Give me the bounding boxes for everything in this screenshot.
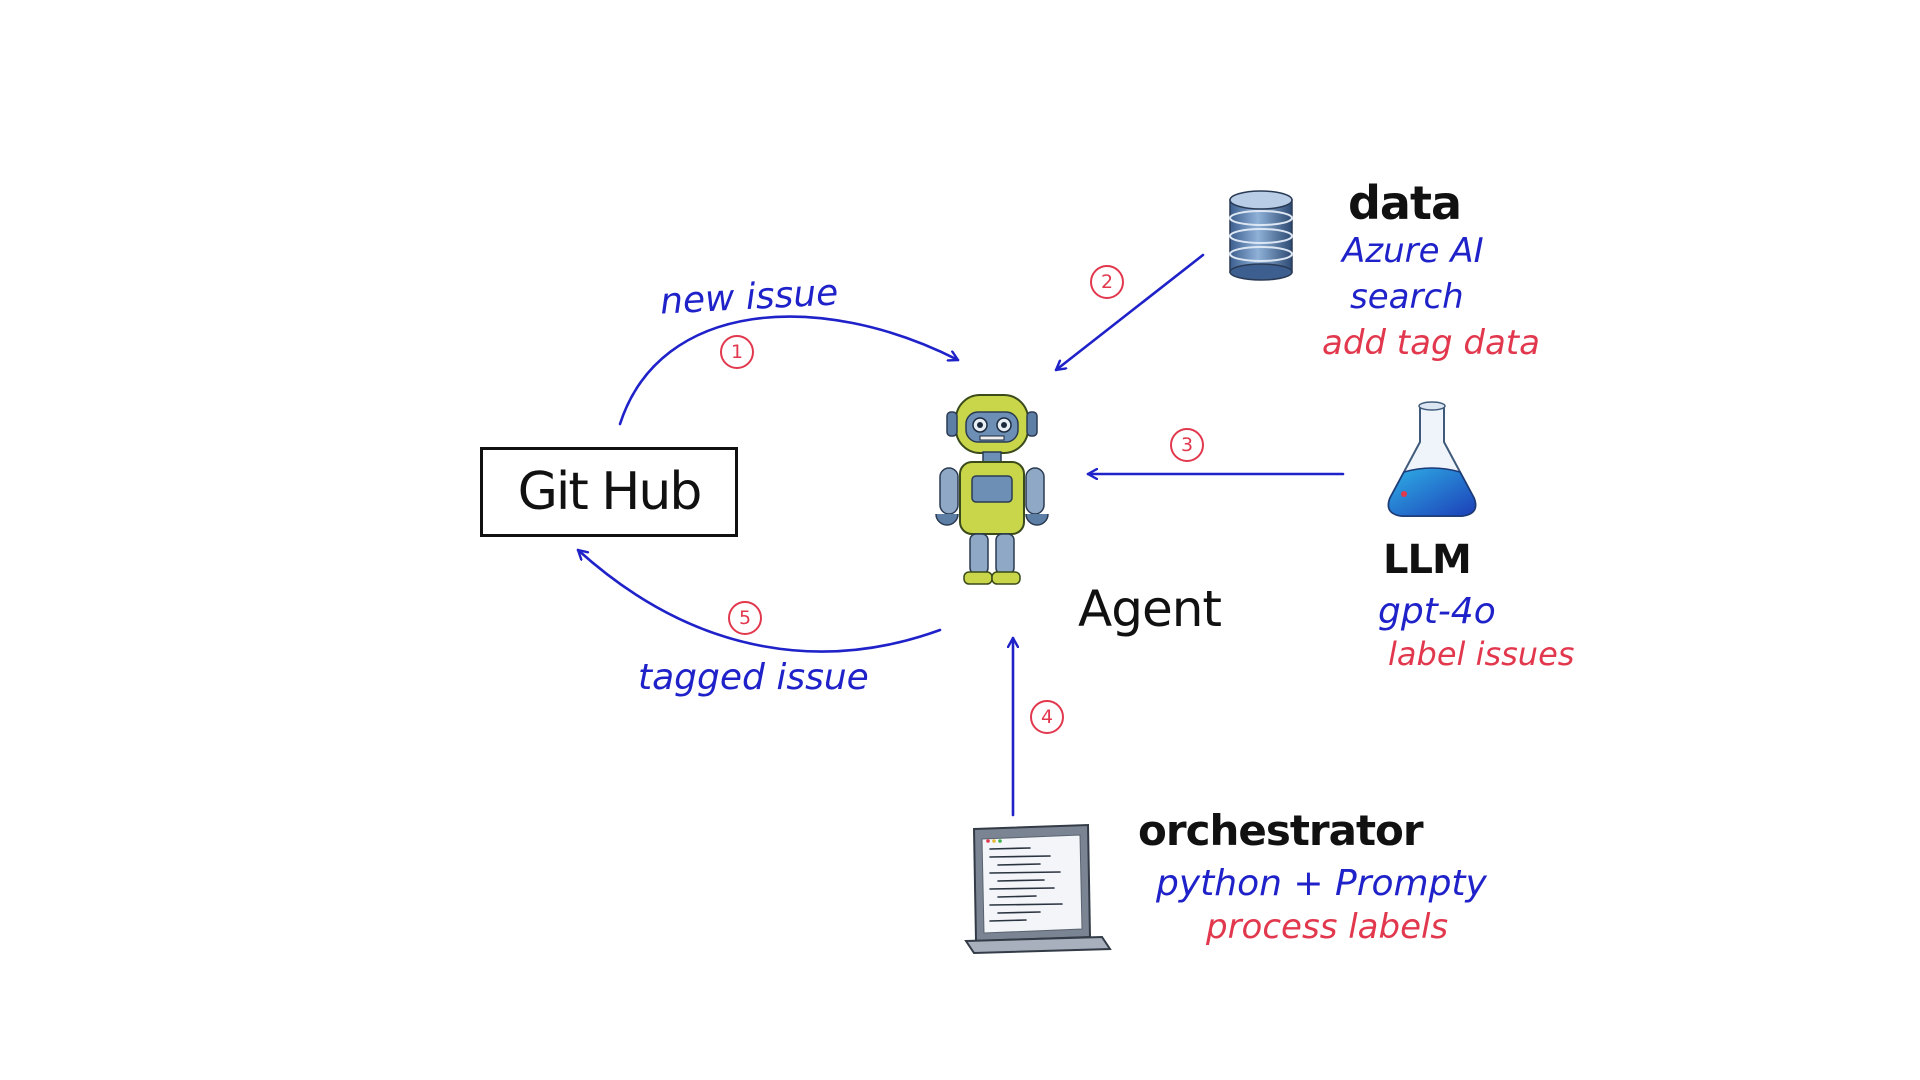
edge-label-new-issue: new issue bbox=[659, 272, 840, 323]
step-marker-4: 4 bbox=[1030, 700, 1064, 734]
agent-label: Agent bbox=[1078, 580, 1222, 638]
llm-line1: gpt-4o bbox=[1378, 591, 1496, 632]
arrow-tagged-issue bbox=[576, 548, 942, 653]
step-marker-1: 1 bbox=[720, 335, 754, 369]
data-title: data bbox=[1348, 176, 1462, 230]
step-marker-2: 2 bbox=[1090, 265, 1124, 299]
data-line1: Azure AI bbox=[1342, 231, 1484, 271]
robot-icon bbox=[935, 394, 1049, 585]
arrow-new-issue bbox=[618, 315, 960, 426]
laptop-icon bbox=[964, 823, 1112, 955]
orchestrator-line1: python + Prompty bbox=[1156, 863, 1487, 904]
flask-icon bbox=[1387, 401, 1477, 517]
database-icon bbox=[1229, 190, 1293, 281]
step-marker-5: 5 bbox=[728, 601, 762, 635]
data-line2: search bbox=[1350, 277, 1464, 317]
orchestrator-title: orchestrator bbox=[1138, 806, 1424, 855]
arrow-data-to-agent bbox=[1054, 253, 1205, 372]
orchestrator-note: process labels bbox=[1206, 907, 1449, 947]
data-note: add tag data bbox=[1322, 323, 1540, 363]
llm-note: label issues bbox=[1388, 635, 1575, 673]
edge-label-tagged-issue: tagged issue bbox=[638, 657, 869, 698]
github-label: Git Hub bbox=[517, 462, 703, 522]
github-node: Git Hub bbox=[480, 447, 738, 537]
step-marker-3: 3 bbox=[1170, 428, 1204, 462]
llm-title: LLM bbox=[1383, 537, 1472, 583]
